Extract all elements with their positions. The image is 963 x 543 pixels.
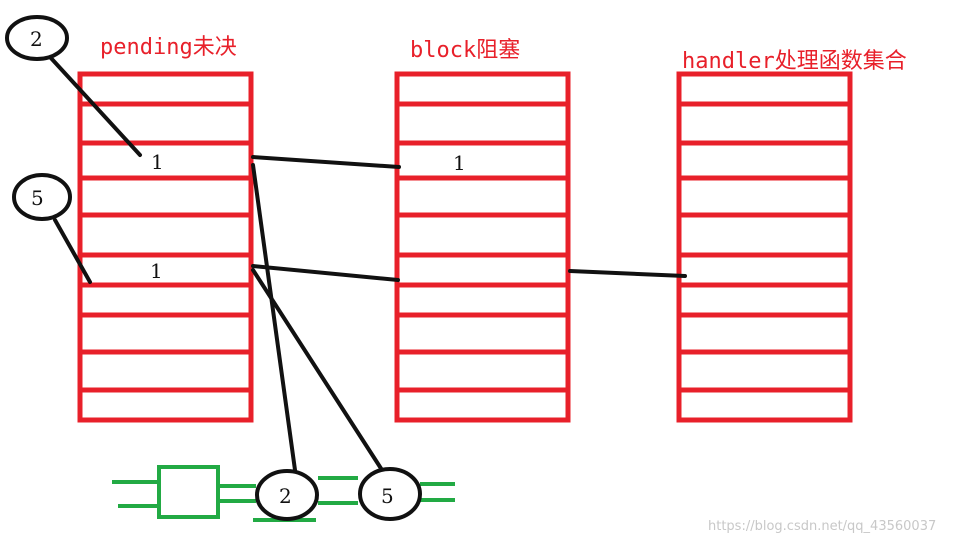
block-bit-2-value: 1 <box>453 151 466 175</box>
circle-2-bottom-label: 2 <box>279 484 292 508</box>
pending-table <box>77 71 254 423</box>
pending-to-bottom-5-line <box>251 268 384 472</box>
block-to-handler-line <box>568 269 687 278</box>
circle-5-bottom: 5 <box>358 467 422 521</box>
watermark: https://blog.csdn.net/qq_43560037 <box>708 519 936 534</box>
pending-to-block-line <box>251 155 401 169</box>
block-table-frame <box>394 71 571 423</box>
circle-5-left-label: 5 <box>31 186 44 210</box>
handler-table-frame <box>676 71 853 423</box>
block-title: block阻塞 <box>410 38 520 63</box>
circle-2-to-pending-line <box>48 55 142 157</box>
circle-2-bottom: 2 <box>255 469 319 521</box>
circle-5-left: 5 <box>12 173 72 221</box>
pending-table-frame <box>77 71 254 423</box>
block-table <box>394 71 571 423</box>
handler-table <box>676 71 853 423</box>
circle-5-to-pending-line <box>53 218 92 284</box>
pending-bit-5-value: 1 <box>150 259 163 283</box>
circle-2-top-label: 2 <box>30 27 43 51</box>
circle-5-bottom-label: 5 <box>381 484 394 508</box>
pending-bit-2-value: 1 <box>151 150 164 174</box>
green-box <box>157 465 220 519</box>
pending-to-block-line <box>251 264 400 282</box>
green-component <box>112 465 455 522</box>
connector-lines <box>48 55 687 472</box>
circle-2-top: 2 <box>5 15 69 61</box>
pending-to-bottom-2-line <box>251 163 297 472</box>
pending-title: pending未决 <box>100 35 237 60</box>
handler-title: handler处理函数集合 <box>682 49 907 74</box>
